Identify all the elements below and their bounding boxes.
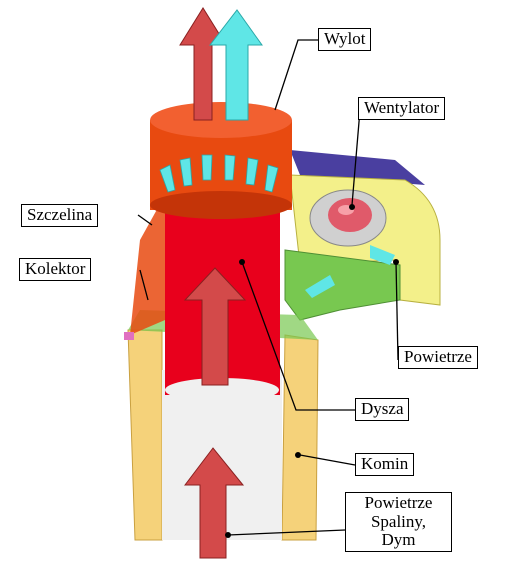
label-komin: Komin (355, 453, 414, 476)
collector-body (130, 195, 165, 335)
dot-komin (295, 452, 301, 458)
fan-hub (328, 198, 372, 232)
collector (124, 195, 165, 340)
dot-bottom (225, 532, 231, 538)
label-bottom-line3: Dym (351, 531, 446, 550)
collector-pink-detail (124, 332, 134, 340)
label-wentylator: Wentylator (358, 97, 445, 120)
chimney-left-wall (128, 330, 162, 540)
label-bottom-line1: Powietrze (351, 494, 446, 513)
label-kolektor: Kolektor (19, 258, 91, 281)
leader-wylot (275, 40, 318, 110)
label-dysza: Dysza (355, 398, 409, 421)
leader-szczelina (138, 215, 152, 225)
slot-arrow (202, 155, 212, 180)
chimney-right-wall (282, 335, 318, 540)
dot-powietrze (393, 259, 399, 265)
slot-arrow (225, 155, 235, 180)
fan-housing (285, 150, 440, 320)
label-powietrze: Powietrze (398, 346, 478, 369)
outlet-top (150, 102, 292, 138)
label-szczelina: Szczelina (21, 204, 98, 227)
dot-dysza (239, 259, 245, 265)
label-bottom-line2: Spaliny, (351, 513, 446, 532)
label-bottom: Powietrze Spaliny, Dym (345, 492, 452, 552)
outlet-bottom (150, 191, 292, 219)
label-wylot: Wylot (318, 28, 371, 51)
outlet (150, 102, 292, 219)
dot-wentylator (349, 204, 355, 210)
